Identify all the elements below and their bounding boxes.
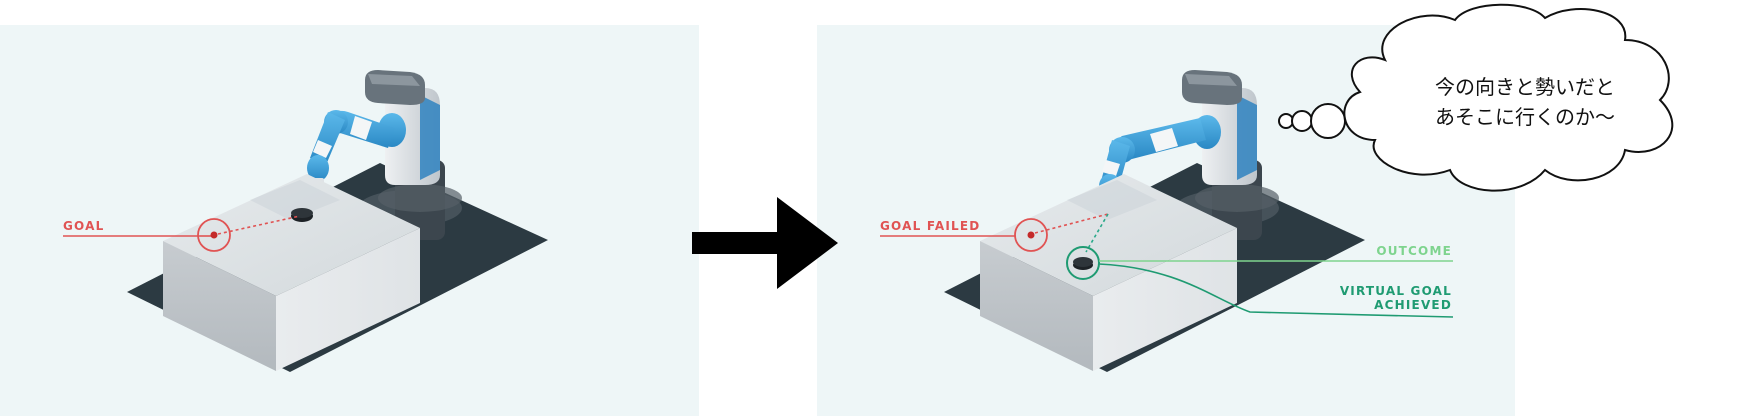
thought-line1: 今の向きと勢いだと	[1435, 75, 1615, 99]
robot-arm-icon	[307, 70, 462, 240]
outcome-label: OUTCOME	[1376, 244, 1452, 258]
goal-failed-label: GOAL FAILED	[880, 219, 981, 233]
puck-icon	[1066, 213, 1109, 280]
goal-marker-icon	[880, 213, 1109, 252]
table	[980, 174, 1237, 371]
virtual-goal-achieved-label: VIRTUAL GOAL ACHIEVED	[1300, 284, 1452, 312]
virtual-goal-line1: VIRTUAL GOAL	[1339, 284, 1452, 298]
thought-line2: あそこに行くのか〜	[1435, 105, 1615, 129]
left-scene	[63, 70, 548, 372]
table	[163, 174, 420, 371]
thought-bubble-text: 今の向きと勢いだと あそこに行くのか〜	[1395, 72, 1655, 132]
right-scene	[880, 70, 1454, 372]
virtual-goal-line2: ACHIEVED	[1374, 298, 1452, 312]
puck-icon	[291, 208, 313, 222]
goal-marker-icon	[63, 215, 301, 252]
thought-bubble-icon	[1278, 3, 1674, 192]
goal-label: GOAL	[63, 219, 105, 233]
right-arrow-icon	[692, 197, 838, 289]
virtual-goal-leader-line	[1098, 263, 1454, 318]
